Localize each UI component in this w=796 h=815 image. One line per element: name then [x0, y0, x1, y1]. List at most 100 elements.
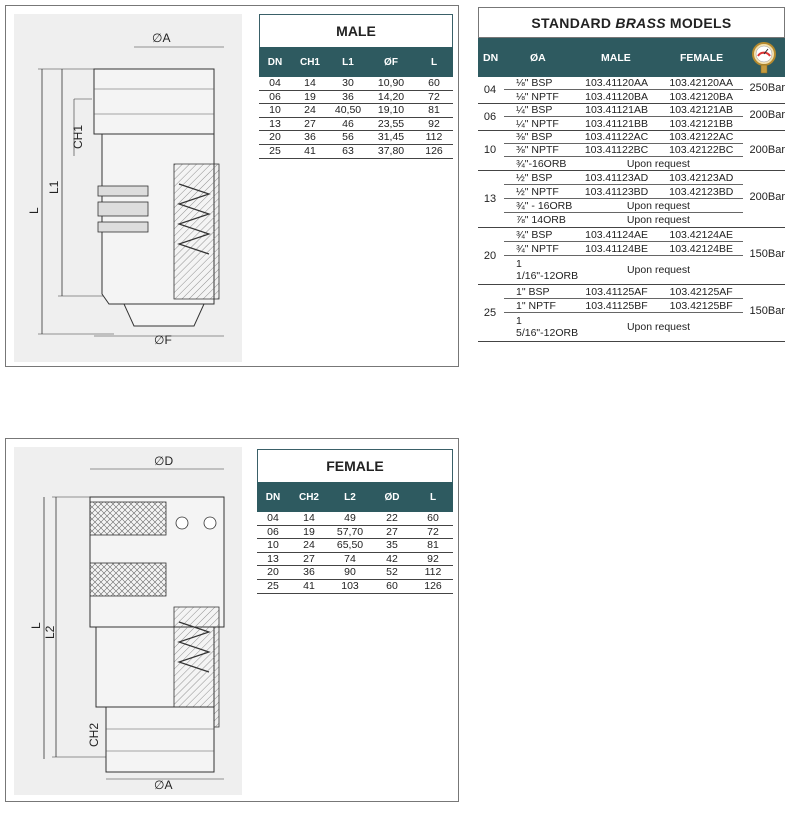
cell: 04 — [269, 77, 281, 90]
dn-value: 13 — [483, 193, 497, 205]
cell: 25 — [267, 580, 279, 593]
thread-size: ⅜" NPTF — [516, 144, 559, 156]
female-code: 103.42124BE — [669, 242, 734, 255]
dn-value: 20 — [483, 250, 497, 262]
header-d: ØD — [384, 491, 400, 503]
cell: 57,70 — [336, 525, 364, 538]
cell: 19 — [303, 525, 315, 538]
title-suffix: MODELS — [669, 14, 732, 31]
male-code: 103.41122AC — [584, 131, 649, 143]
upon-request-note: Upon request — [626, 199, 690, 212]
upon-request-note: Upon request — [626, 214, 690, 226]
header-l: L — [429, 491, 437, 503]
thread-size: 1 1/16"-12ORB — [516, 258, 579, 282]
male-code: 103.41124AE — [585, 228, 648, 241]
female-code: 103.42121BB — [669, 117, 734, 130]
male-code: 103.41123AD — [584, 171, 649, 184]
male-technical-drawing: ∅A ∅F CH1 L1 L — [27, 31, 224, 347]
cell: 56 — [342, 131, 354, 144]
male-code: 103.41125BF — [585, 299, 648, 312]
list-item: ⅞" 14ORB Upon request — [504, 213, 743, 227]
dim-label-a: ∅A — [154, 778, 172, 792]
female-coupling-drawing: ∅D ∅A CH2 L2 L — [14, 447, 242, 795]
dn-value: 25 — [483, 307, 497, 319]
male-table-header: DN CH1 L1 ØF L — [259, 47, 453, 77]
cell: 10 — [267, 539, 279, 552]
thread-size: ¾" BSP — [516, 228, 553, 241]
dim-label-l: L — [27, 207, 41, 214]
female-code: 103.42123AD — [669, 171, 734, 184]
cell: 20 — [269, 131, 281, 144]
title-prefix: STANDARD — [531, 14, 612, 31]
cell: 52 — [386, 566, 398, 579]
male-code: 103.41120AA — [585, 77, 648, 89]
cell: 19 — [304, 90, 316, 103]
dn-value: 06 — [483, 111, 497, 123]
thread-size: ⅜" BSP — [516, 131, 553, 143]
female-code: 103.42122BC — [669, 144, 734, 156]
cell: 92 — [428, 117, 440, 130]
pressure-value: 250Bar — [749, 82, 785, 94]
dim-label-l1: L1 — [47, 180, 61, 194]
cell: 36 — [342, 90, 354, 103]
header-dn: DN — [265, 491, 281, 503]
thread-size: ⅛" NPTF — [516, 90, 559, 103]
thread-size: ⅞" 14ORB — [516, 214, 566, 226]
cell: 25 — [269, 145, 281, 158]
female-code: 103.42125BF — [669, 299, 733, 312]
cell: 20 — [267, 566, 279, 579]
cell: 36 — [303, 566, 315, 579]
title-brand: BRASS — [615, 14, 666, 31]
cell: 41 — [304, 145, 316, 158]
dim-label-ch2: CH2 — [87, 723, 101, 747]
cell: 63 — [342, 145, 354, 158]
pressure-value: 200Bar — [749, 109, 785, 121]
cell: 27 — [386, 525, 398, 538]
male-code: 103.41125AF — [585, 285, 648, 298]
header-l1: L1 — [342, 56, 354, 68]
cell: 126 — [424, 580, 442, 593]
female-code: 103.42124AE — [669, 228, 734, 241]
header-l: L — [430, 56, 438, 68]
pressure-value: 150Bar — [749, 305, 785, 317]
cell: 06 — [267, 525, 279, 538]
cell: 40,50 — [334, 104, 362, 117]
female-table-title: FEMALE — [257, 449, 453, 482]
male-table-title: MALE — [259, 14, 453, 47]
cell: 27 — [303, 552, 315, 565]
header-male: MALE — [601, 52, 631, 64]
cell: 81 — [428, 104, 440, 117]
upon-request-note: Upon request — [626, 264, 691, 276]
pressure-gauge-icon — [752, 42, 776, 74]
cell: 81 — [427, 539, 439, 552]
standard-models-header: DN ØA MALE FEMALE — [478, 38, 785, 77]
thread-size: ½" NPTF — [516, 185, 559, 198]
female-code: 103.42122AC — [669, 131, 734, 143]
female-code: 103.42120BA — [669, 90, 734, 103]
thread-size: 1 5/16"-12ORB — [516, 315, 579, 339]
male-code: 103.41123BD — [584, 185, 649, 198]
cell: 30 — [342, 77, 354, 90]
cell: 126 — [425, 145, 443, 158]
